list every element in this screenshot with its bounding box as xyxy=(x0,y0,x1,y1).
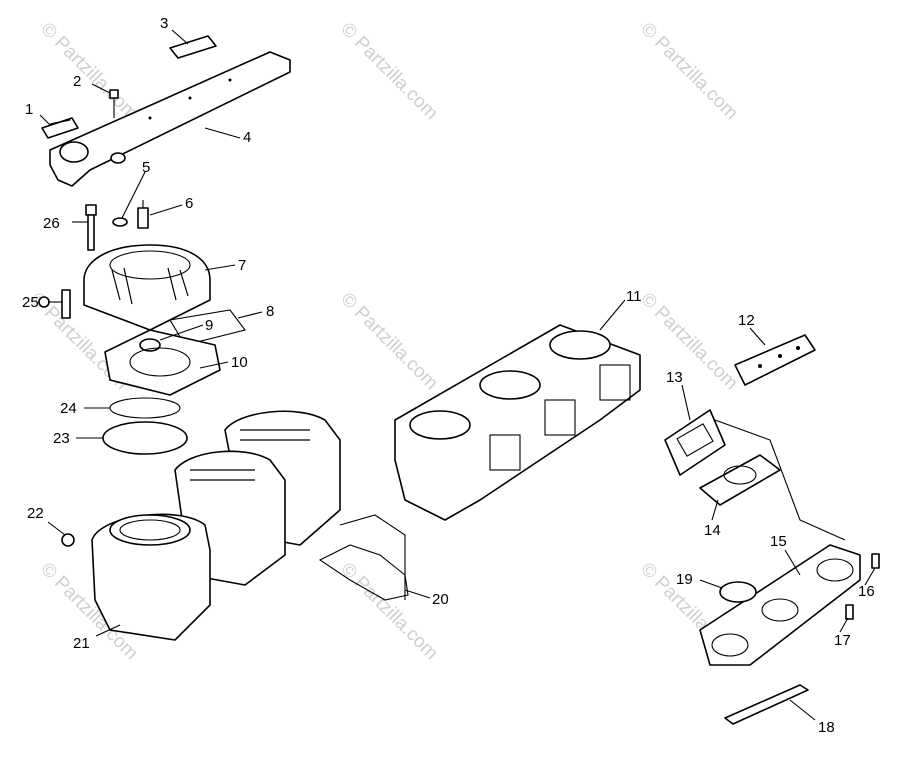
part-14-spacer xyxy=(699,454,781,506)
callout-labels: 1 2 3 4 5 6 7 8 9 10 11 12 13 14 15 16 1… xyxy=(22,15,875,736)
callout-19: 19 xyxy=(676,571,693,588)
part-12-plate xyxy=(734,334,816,386)
callout-15: 15 xyxy=(770,533,787,550)
callout-16: 16 xyxy=(858,583,875,600)
watermark: © Partzilla.com xyxy=(336,289,441,394)
callout-3: 3 xyxy=(160,15,168,32)
part-6-spark-plug xyxy=(137,200,149,229)
watermark: © Partzilla.com xyxy=(636,19,741,124)
part-2-bolt xyxy=(109,89,119,118)
part-20-bracket xyxy=(318,544,409,601)
part-23-o-ring xyxy=(102,421,188,455)
part-1-gasket xyxy=(41,117,79,139)
part-22-nut xyxy=(61,533,75,547)
callout-7: 7 xyxy=(238,257,246,274)
callout-6: 6 xyxy=(185,195,193,212)
part-5-washer xyxy=(112,217,128,227)
callout-18: 18 xyxy=(818,719,835,736)
callout-26: 26 xyxy=(43,215,60,232)
watermark: © Partzilla.com xyxy=(336,559,441,664)
leader-lines xyxy=(39,29,876,721)
callout-11: 11 xyxy=(626,288,642,305)
part-11-crankcase xyxy=(394,324,641,521)
part-21-cylinders xyxy=(91,410,341,641)
watermark: © Partzilla.com xyxy=(36,19,141,124)
watermark: © Partzilla.com xyxy=(636,289,741,394)
callout-9: 9 xyxy=(205,317,213,334)
callout-25: 25 xyxy=(22,294,39,311)
callout-20: 20 xyxy=(432,591,449,608)
callout-21: 21 xyxy=(73,635,90,652)
callout-23: 23 xyxy=(53,430,70,447)
part-13-reed-valve xyxy=(664,409,726,476)
callout-2: 2 xyxy=(73,73,81,90)
callout-12: 12 xyxy=(738,312,755,329)
callout-22: 22 xyxy=(27,505,44,522)
part-3-gasket xyxy=(169,35,217,59)
part-16-screw xyxy=(871,553,880,569)
part-26-bolt xyxy=(85,204,97,251)
part-19-gasket xyxy=(719,581,757,603)
callout-8: 8 xyxy=(266,303,274,320)
part-18-strap xyxy=(724,684,809,725)
callout-17: 17 xyxy=(834,632,851,649)
callout-1: 1 xyxy=(25,101,33,118)
part-24-o-ring xyxy=(109,397,181,419)
callout-24: 24 xyxy=(60,400,77,417)
part-17-screw xyxy=(845,604,854,620)
part-7-head-cover xyxy=(83,244,211,331)
callout-5: 5 xyxy=(142,159,150,176)
part-10-cylinder-head xyxy=(104,329,221,396)
callout-14: 14 xyxy=(704,522,721,539)
watermark: © Partzilla.com xyxy=(336,19,441,124)
callout-10: 10 xyxy=(231,354,248,371)
callout-13: 13 xyxy=(666,369,683,386)
callout-4: 4 xyxy=(243,129,251,146)
part-15-intake xyxy=(699,544,861,666)
part-4-manifold xyxy=(49,51,291,187)
